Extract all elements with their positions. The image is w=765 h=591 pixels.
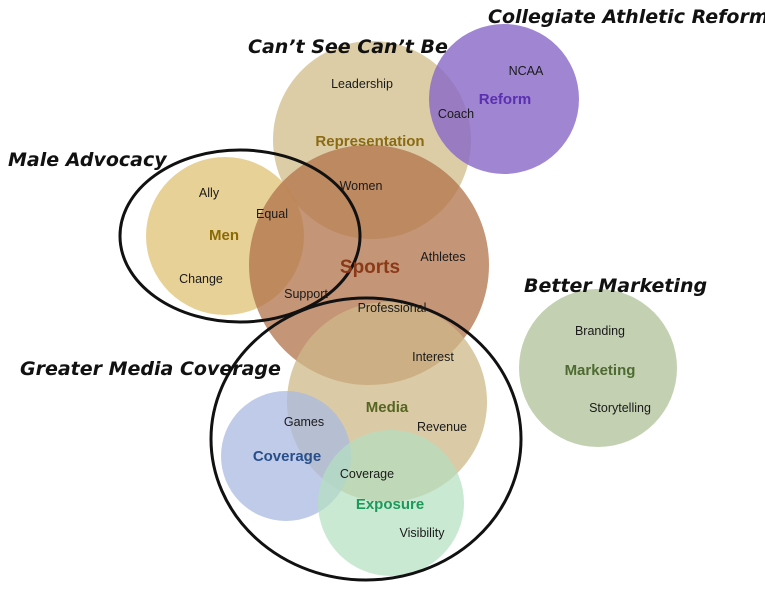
outline-male-advocacy: [118, 148, 362, 324]
keyword-coverage: Coverage: [340, 467, 394, 481]
cluster-title-marketing: Better Marketing: [524, 275, 707, 297]
keyword-interest: Interest: [412, 350, 454, 364]
cluster-title-media-coverage: Greater Media Coverage: [20, 358, 281, 380]
bubble-label-exposure: Exposure: [356, 496, 424, 513]
bubble-label-coverage: Coverage: [253, 448, 321, 465]
cluster-title-reform: Collegiate Athletic Reform: [488, 6, 765, 28]
keyword-games: Games: [284, 415, 324, 429]
keyword-branding: Branding: [575, 324, 625, 338]
outline-media-coverage: [209, 296, 523, 582]
bubble-label-representation: Representation: [315, 133, 424, 150]
keyword-athletes: Athletes: [420, 250, 465, 264]
keyword-professional: Professional: [358, 301, 427, 315]
keyword-coach: Coach: [438, 107, 474, 121]
bubble-label-media: Media: [366, 399, 409, 416]
bubble-label-marketing: Marketing: [565, 362, 636, 379]
keyword-ncaa: NCAA: [509, 64, 544, 78]
keyword-ally: Ally: [199, 186, 220, 200]
keyword-support: Support: [284, 287, 328, 301]
keyword-change: Change: [179, 272, 223, 286]
keyword-leadership: Leadership: [331, 77, 393, 91]
bubble-label-reform: Reform: [479, 91, 532, 108]
bubble-exposure: [318, 430, 464, 576]
bubble-marketing: [519, 289, 677, 447]
keyword-visibility: Visibility: [400, 526, 446, 540]
keyword-equal: Equal: [256, 207, 288, 221]
bubble-reform: [429, 24, 579, 174]
keyword-revenue: Revenue: [417, 420, 467, 434]
cluster-title-representation: Can’t See Can’t Be: [248, 36, 448, 58]
bubble-label-sports: Sports: [340, 257, 400, 278]
bubble-label-men: Men: [209, 227, 239, 244]
keyword-storytelling: Storytelling: [589, 401, 651, 415]
keyword-women: Women: [340, 179, 383, 193]
bubble-coverage: [221, 391, 351, 521]
cluster-title-male-advocacy: Male Advocacy: [8, 149, 168, 171]
